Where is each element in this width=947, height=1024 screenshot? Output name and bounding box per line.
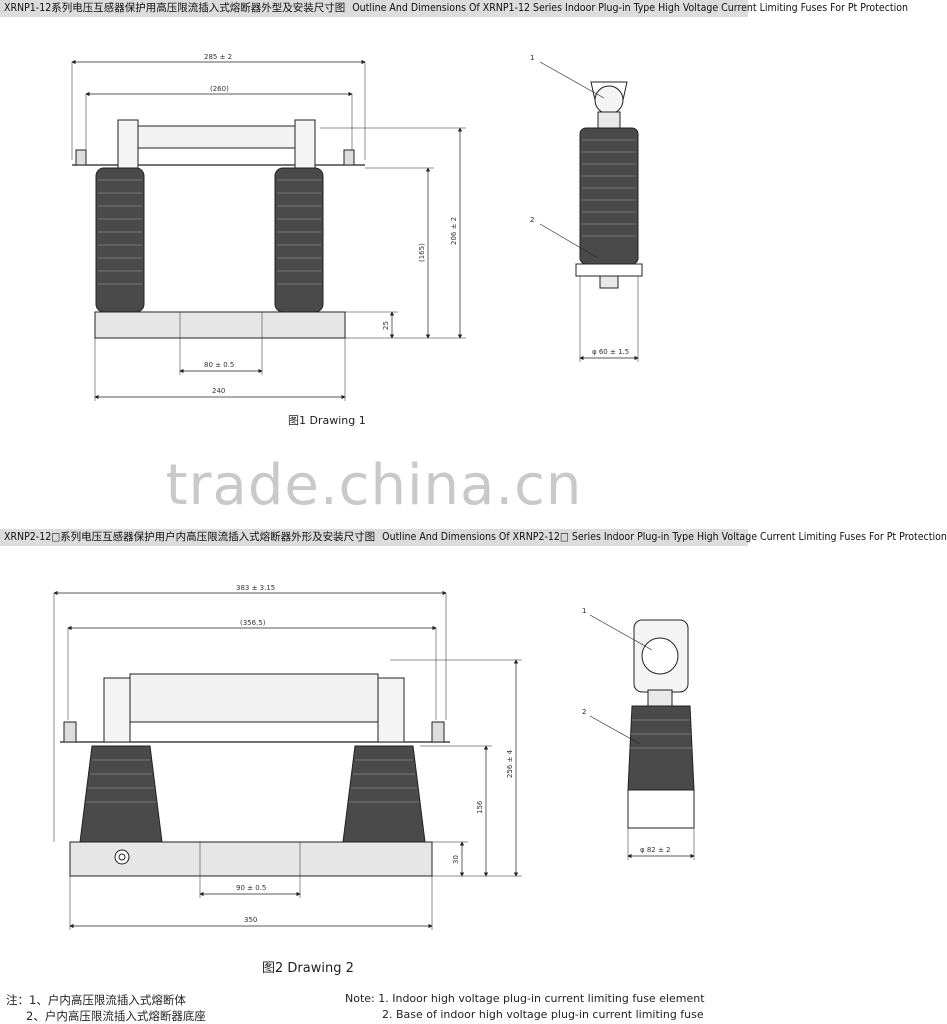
drawing1-caption: 图1 Drawing 1 <box>288 414 366 427</box>
d1-dim-base-height: 25 <box>382 321 390 330</box>
d2-dim-fuse-height: 156 <box>476 800 484 814</box>
d1-dim-inner: (260) <box>210 85 229 93</box>
d1-dim-overall: 285 ± 2 <box>204 53 232 61</box>
d2-callout-2: 2 <box>582 708 586 716</box>
d2-callout-1: 1 <box>582 607 586 615</box>
d2-dim-inner: (356.5) <box>240 619 266 627</box>
drawing2-side-view: φ 82 ± 2 1 2 <box>582 607 695 860</box>
d1-callout-1: 1 <box>530 54 534 62</box>
d2-dim-height: 256 ± 4 <box>506 749 514 778</box>
drawing2-banner-cn: XRNP2-12□系列电压互感器保护用户内高压限流插入式熔断器外形及安装尺寸图 <box>4 531 376 543</box>
note-cn-2: 2、户内高压限流插入式熔断器底座 <box>26 1009 206 1023</box>
drawing1-banner-en: Outline And Dimensions Of XRNP1-12 Serie… <box>352 2 908 14</box>
drawing2-caption: 图2 Drawing 2 <box>262 961 354 976</box>
d1-dim-hole-spacing: 80 ± 0.5 <box>204 361 234 369</box>
note-en-1: Note: 1. Indoor high voltage plug-in cur… <box>345 992 705 1005</box>
d2-dim-base-height: 30 <box>452 855 460 864</box>
d1-dim-fuse-height: (165) <box>418 243 426 262</box>
d1-dim-height: 206 ± 2 <box>450 217 458 245</box>
note-cn-1: 注：1、户内高压限流插入式熔断体 <box>6 993 186 1007</box>
drawing1-banner: XRNP1-12系列电压互感器保护用高压限流插入式熔断器外型及安装尺寸图 Out… <box>0 0 908 17</box>
drawing1-banner-cn: XRNP1-12系列电压互感器保护用高压限流插入式熔断器外型及安装尺寸图 <box>4 2 346 14</box>
technical-drawings: 285 ± 2 (260) 80 ± 0.5 240 206 ± 2 (165)… <box>53 53 695 930</box>
watermark: trade.china.cn <box>165 453 583 518</box>
d2-dim-base-length: 350 <box>244 916 257 924</box>
d2-dim-overall: 383 ± 3.15 <box>236 584 275 592</box>
drawing2-banner-en: Outline And Dimensions Of XRNP2-12□ Seri… <box>382 531 947 543</box>
note-en-2: 2. Base of indoor high voltage plug-in c… <box>382 1008 704 1021</box>
drawing2-banner: XRNP2-12□系列电压互感器保护用户内高压限流插入式熔断器外形及安装尺寸图 … <box>0 529 947 546</box>
drawing2-front-view: 383 ± 3.15 (356.5) 90 ± 0.5 350 256 ± 4 … <box>53 584 522 930</box>
drawing1-side-view: φ 60 ± 1.5 1 2 <box>530 54 643 362</box>
d2-dim-diameter: φ 82 ± 2 <box>640 846 671 854</box>
d1-callout-2: 2 <box>530 216 534 224</box>
d2-dim-hole-spacing: 90 ± 0.5 <box>236 884 266 892</box>
d1-dim-diameter: φ 60 ± 1.5 <box>592 348 629 356</box>
d1-dim-base-length: 240 <box>212 387 225 395</box>
drawing1-front-view: 285 ± 2 (260) 80 ± 0.5 240 206 ± 2 (165)… <box>71 53 466 401</box>
